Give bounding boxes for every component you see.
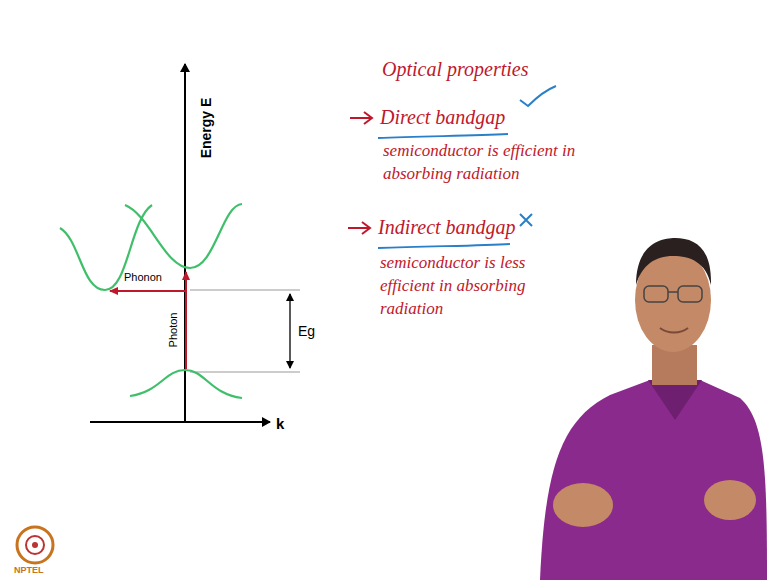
transition-label: Photon [166, 313, 181, 348]
handwritten-note: semiconductor is efficient in absorbing … [383, 140, 598, 186]
handwritten-term: Indirect bandgap [378, 214, 523, 241]
presenter-figure [540, 238, 767, 580]
k-axis [90, 421, 270, 423]
axis-label: Energy E [197, 98, 216, 159]
underline [378, 244, 510, 248]
check-mark [520, 86, 556, 106]
direct-conduction-band [125, 204, 242, 268]
handwritten-term: Direct bandgap [380, 104, 520, 131]
photon-arrow [185, 272, 187, 369]
logo-text: NPTEL [14, 564, 44, 576]
level-line [190, 290, 300, 291]
phonon-arrow [110, 290, 186, 292]
level-line [190, 372, 300, 373]
underline [378, 134, 508, 138]
nptel-logo [17, 527, 53, 563]
gap-arrow [289, 294, 290, 368]
transition-label: Phonon [124, 270, 162, 285]
cross-mark [520, 214, 532, 226]
valence-band [130, 370, 242, 398]
bullet-arrow [350, 112, 372, 124]
handwritten-note: semiconductor is less efficient in absor… [380, 252, 548, 321]
bullet-arrow [348, 222, 370, 234]
handwritten-heading: Optical properties [382, 56, 582, 83]
energy-axis [184, 64, 186, 422]
axis-label: k [276, 414, 284, 434]
gap-label: Eg [298, 322, 315, 341]
